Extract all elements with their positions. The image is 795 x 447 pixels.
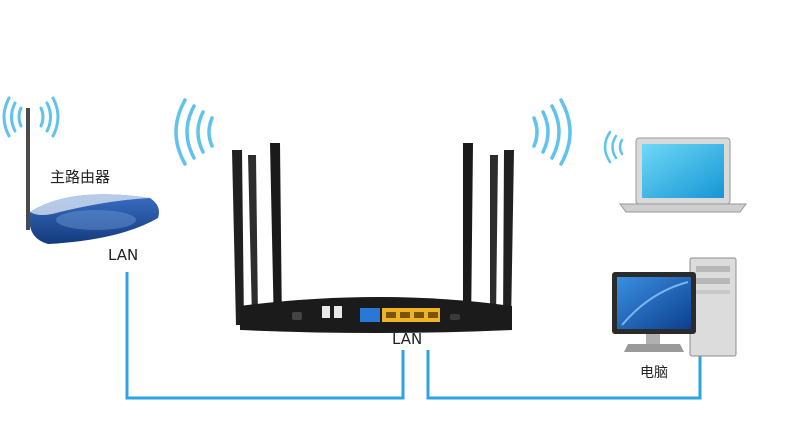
cable-router-to-desktop xyxy=(426,350,702,400)
antenna-3 xyxy=(270,143,282,330)
antenna-4 xyxy=(463,143,473,330)
antenna-2 xyxy=(248,155,258,318)
lan-cables xyxy=(125,272,702,400)
lan-label-router: LAN xyxy=(392,330,423,348)
wan-port xyxy=(360,308,380,322)
router-wifi-left-icon xyxy=(174,98,214,166)
router-icon xyxy=(232,143,514,333)
laptop-icon xyxy=(619,137,747,213)
antenna-6 xyxy=(503,150,514,325)
desktop-computer-icon xyxy=(612,257,737,357)
wifi-signal-icon xyxy=(2,96,60,138)
cable-main-router-to-router xyxy=(125,272,405,400)
main-router-label: 主路由器 xyxy=(50,168,111,186)
antenna-5 xyxy=(490,155,498,318)
router-wifi-right-icon xyxy=(532,98,572,166)
laptop-wifi-icon xyxy=(603,130,624,164)
lan-label-main-router: LAN xyxy=(108,246,139,264)
antenna-1 xyxy=(232,150,244,325)
computer-label: 电脑 xyxy=(640,365,668,381)
main-router-icon xyxy=(26,108,160,244)
lan-ports xyxy=(382,308,440,322)
